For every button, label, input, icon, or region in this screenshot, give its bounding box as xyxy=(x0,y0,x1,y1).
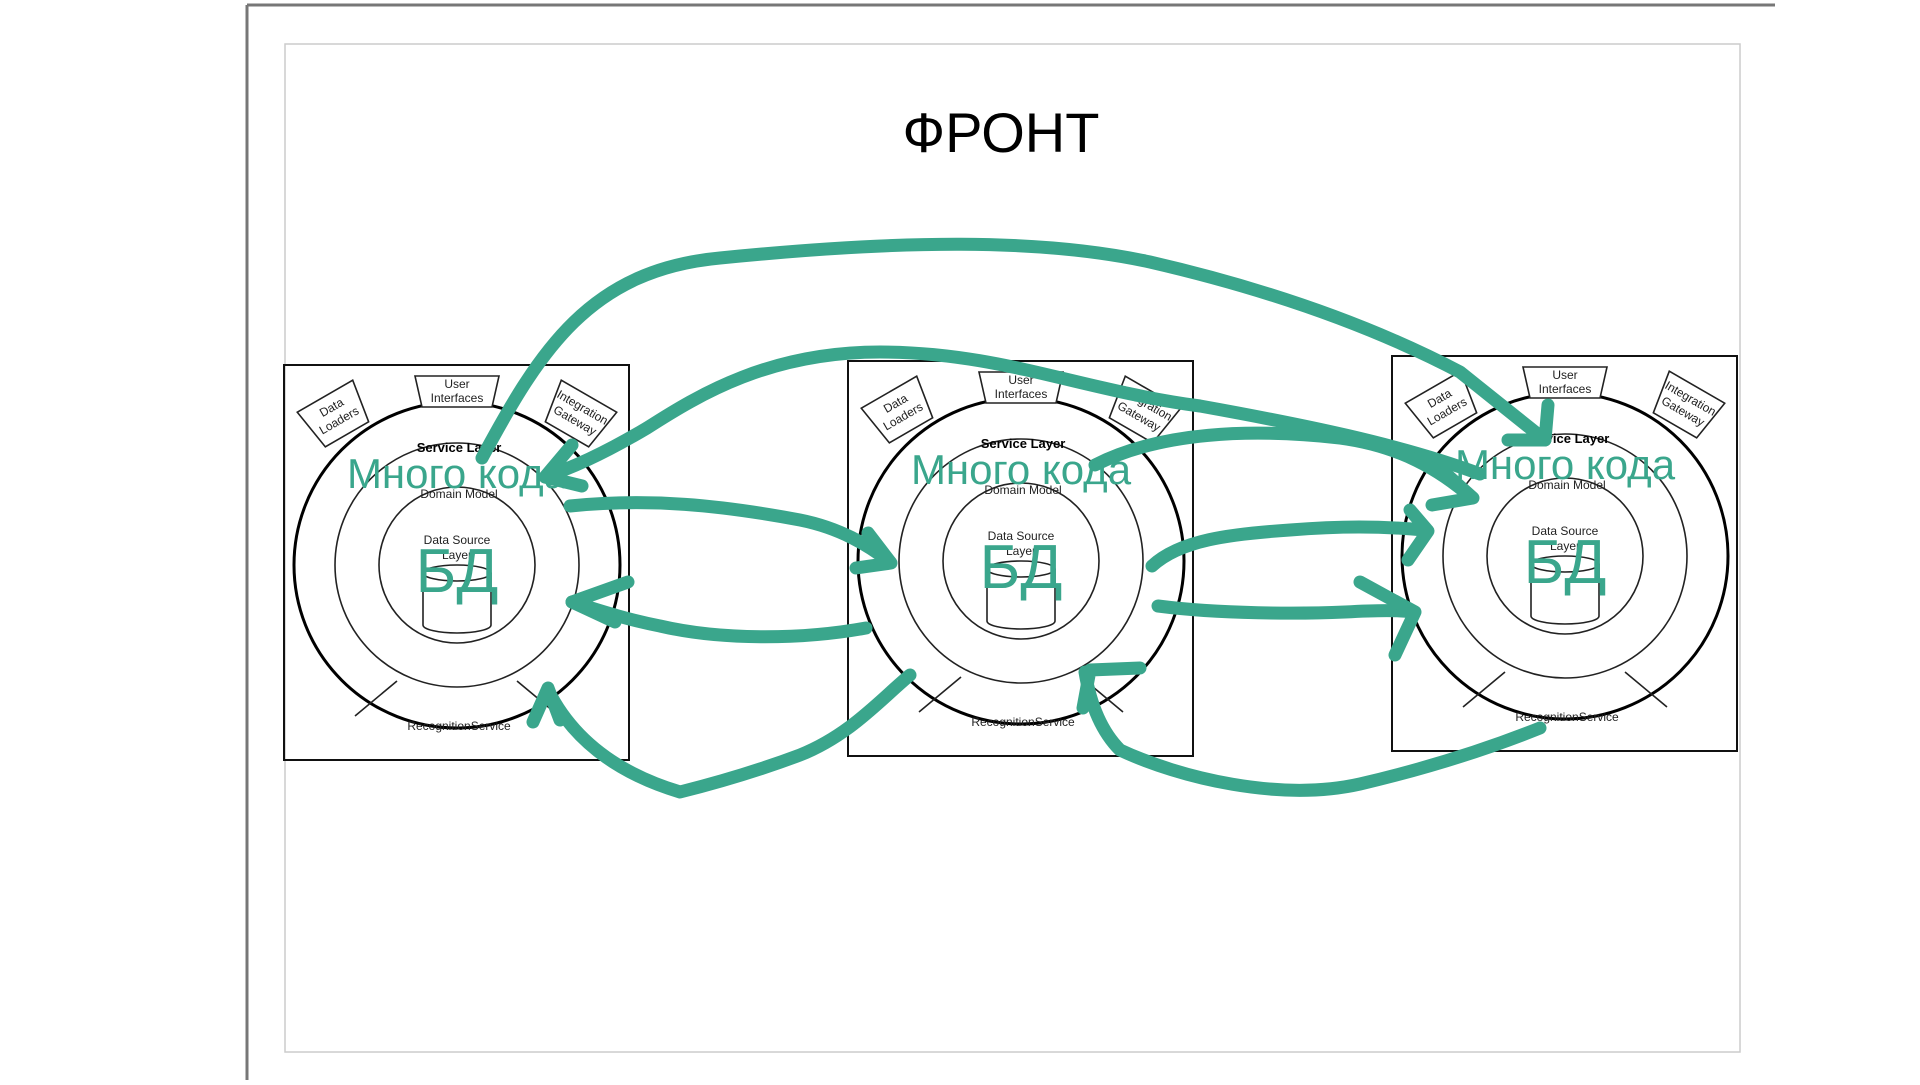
domain-model-label: Domain Model xyxy=(420,487,497,501)
recognition-divider xyxy=(1624,671,1668,708)
database-icon xyxy=(986,560,1056,630)
architecture-module-right: Data Loaders User Interfaces Integration… xyxy=(1391,355,1738,752)
arrowhead xyxy=(1501,398,1555,447)
domain-model-ring xyxy=(1442,433,1688,679)
domain-model-ring xyxy=(898,438,1144,684)
user-interfaces-label: User xyxy=(1552,368,1577,382)
recognition-service-label: RecognitionService xyxy=(1515,710,1619,724)
database-icon xyxy=(422,564,492,634)
architecture-module-left: Data Loaders User Interfaces Integration… xyxy=(283,364,630,761)
arrowhead xyxy=(538,438,589,493)
user-interfaces-label: Interfaces xyxy=(995,387,1048,401)
arrow-left-to-center xyxy=(563,496,897,569)
user-interfaces-label: Interfaces xyxy=(1539,382,1592,396)
recognition-divider xyxy=(354,680,398,717)
data-source-label: Data Source xyxy=(1532,524,1599,538)
data-source-label: Data Source xyxy=(988,529,1055,543)
arrowhead xyxy=(1076,661,1147,715)
arrow-center-to-right-upper xyxy=(1145,520,1431,573)
recognition-service-label: RecognitionService xyxy=(407,719,511,733)
data-source-ring xyxy=(1486,477,1644,635)
architecture-module-center: Data Loaders User Interfaces Integration… xyxy=(847,360,1194,757)
db-annotation: БД xyxy=(980,533,1063,602)
slide-title: ФРОНТ xyxy=(903,101,1100,164)
db-annotation: БД xyxy=(416,537,499,606)
user-interfaces-label: User xyxy=(444,377,469,391)
data-source-ring xyxy=(942,482,1100,640)
arrowhead xyxy=(565,575,635,629)
data-source-label: Layer xyxy=(1550,539,1580,553)
domain-model-label: Domain Model xyxy=(984,483,1061,497)
code-annotation: Много кода xyxy=(347,450,568,497)
hand-drawn-arrows xyxy=(475,237,1555,799)
arrow-top-arc-left-to-right xyxy=(475,237,1552,465)
arrowhead xyxy=(1425,466,1480,512)
arrowhead xyxy=(849,526,898,575)
arrowhead xyxy=(1401,503,1435,567)
arrow-right-recognition-to-center xyxy=(1078,665,1547,797)
arrowhead xyxy=(526,681,567,729)
domain-model-ring xyxy=(334,442,580,688)
data-loaders-tab: Data Loaders xyxy=(296,379,370,448)
data-source-label: Data Source xyxy=(424,533,491,547)
module-frame xyxy=(847,360,1194,757)
recognition-divider xyxy=(918,676,962,713)
data-source-label: Layer xyxy=(442,548,472,562)
module-frame xyxy=(1391,355,1738,752)
recognition-divider xyxy=(1462,671,1506,708)
integration-gateway-tab: Integration Gateway xyxy=(1652,370,1726,439)
arrowhead xyxy=(1353,575,1422,662)
arrow-center-to-right-lower xyxy=(1151,599,1420,620)
data-source-label: Layer xyxy=(1006,544,1036,558)
arrow-center-recognition-to-left-recognition xyxy=(541,668,917,799)
data-source-ring xyxy=(378,486,536,644)
code-annotation: Много кода xyxy=(1455,441,1676,488)
database-icon xyxy=(1530,555,1600,625)
module-frame xyxy=(283,364,630,761)
user-interfaces-tab: User Interfaces xyxy=(413,375,501,408)
domain-model-label: Domain Model xyxy=(1528,478,1605,492)
user-interfaces-label: Interfaces xyxy=(431,391,484,405)
user-interfaces-tab: User Interfaces xyxy=(1521,366,1609,399)
data-loaders-tab: Data Loaders xyxy=(860,375,934,444)
arrow-second-arc-right-to-left xyxy=(540,345,1487,483)
db-annotation: БД xyxy=(1524,528,1607,597)
service-layer-label: Service Layer xyxy=(981,436,1066,451)
integration-gateway-tab: Integration Gateway xyxy=(544,379,618,448)
recognition-service-label: RecognitionService xyxy=(971,715,1075,729)
arrow-center-to-right-code xyxy=(1088,426,1479,505)
